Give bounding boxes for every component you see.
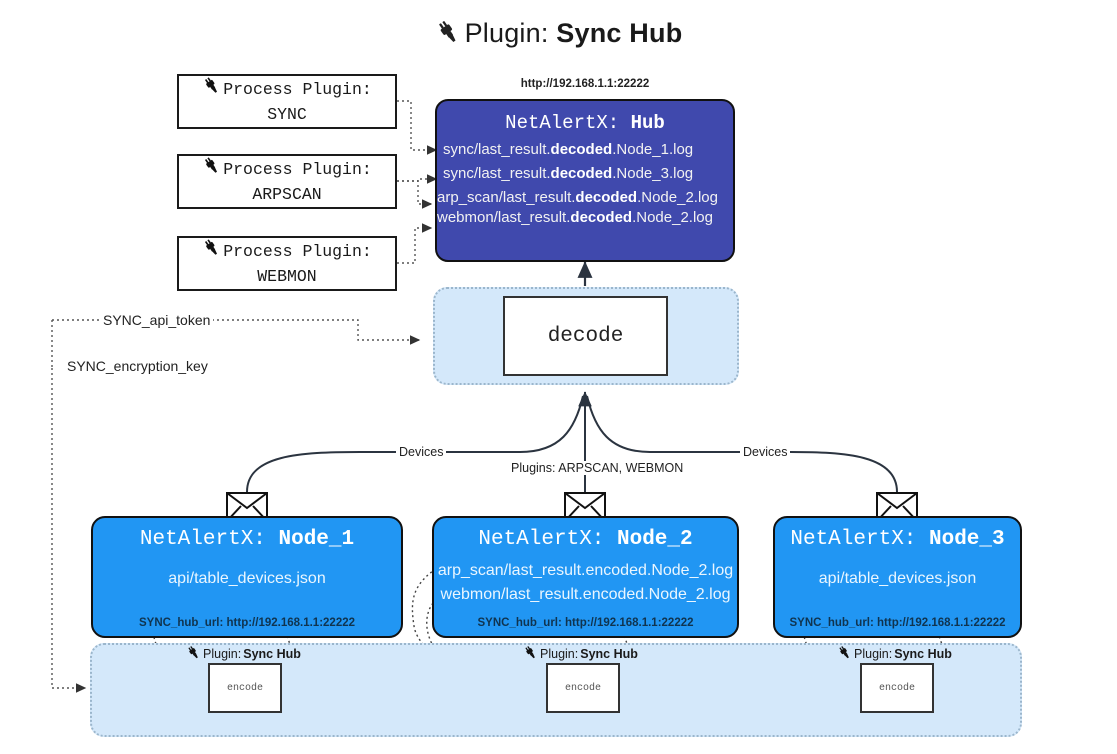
encode-box[interactable]: encode: [860, 663, 934, 713]
plug-icon: [202, 156, 221, 183]
node-data-row: webmon/last_result.encoded.Node_2.log: [440, 586, 731, 603]
process-plugin-box-webmon[interactable]: Process Plugin: WEBMON: [177, 236, 397, 291]
plug-icon: [837, 645, 852, 663]
process-plugin-label: Process Plugin:: [223, 159, 372, 179]
process-plugin-name: ARPSCAN: [252, 185, 322, 204]
hub-log-row: sync/last_result.decoded.Node_1.log: [443, 141, 694, 158]
hub-title: NetAlertX: Hub: [505, 112, 665, 134]
edge-label-devices-right: Devices: [740, 445, 791, 459]
node-title: NetAlertX: Node_2: [478, 528, 693, 551]
node-data-row: api/table_devices.json: [818, 570, 977, 587]
encode-plugin-label: Plugin: Sync Hub: [837, 645, 952, 663]
process-plugin-name: WEBMON: [257, 267, 317, 286]
sync-api-token-label: SYNC_api_token: [100, 312, 214, 328]
page-title: Plugin: Sync Hub: [0, 18, 1117, 52]
plug-icon: [523, 645, 538, 663]
process-plugin-name: SYNC: [267, 105, 307, 124]
sync-encryption-key-label: SYNC_encryption_key: [64, 358, 211, 374]
page-title-name: Sync Hub: [556, 18, 683, 48]
encode-plugin-label: Plugin: Sync Hub: [523, 645, 638, 663]
node-title: NetAlertX: Node_3: [790, 528, 1005, 551]
plug-icon: [202, 76, 221, 103]
node-hub-url-label: SYNC_hub_url: http://192.168.1.1:22222: [138, 617, 356, 629]
plug-icon: [202, 238, 221, 265]
node-data-row: arp_scan/last_result.encoded.Node_2.log: [437, 562, 734, 579]
node-box-node-3[interactable]: NetAlertX: Node_3 api/table_devices.json…: [773, 516, 1022, 638]
node-box-node-1[interactable]: NetAlertX: Node_1 api/table_devices.json…: [91, 516, 403, 638]
node-hub-url-label: SYNC_hub_url: http://192.168.1.1:22222: [477, 617, 694, 629]
hub-log-row: arp_scan/last_result.decoded.Node_2.log: [437, 189, 718, 206]
node-hub-url-label: SYNC_hub_url: http://192.168.1.1:22222: [789, 617, 1006, 629]
node-data-row: api/table_devices.json: [168, 570, 326, 587]
encode-plugin-label: Plugin: Sync Hub: [186, 645, 301, 663]
node-title: NetAlertX: Node_1: [139, 528, 355, 551]
hub-box[interactable]: NetAlertX: Hub sync/last_result.decoded.…: [435, 99, 735, 262]
process-plugin-label: Process Plugin:: [223, 79, 372, 99]
plug-icon: [435, 19, 461, 52]
hub-log-row: webmon/last_result.decoded.Node_2.log: [437, 209, 713, 226]
process-plugin-box-sync[interactable]: Process Plugin: SYNC: [177, 74, 397, 129]
decode-box[interactable]: decode: [503, 296, 668, 376]
plug-icon: [186, 645, 201, 663]
encode-box[interactable]: encode: [546, 663, 620, 713]
hub-url-label: http://192.168.1.1:22222: [520, 78, 650, 90]
edge-label-devices-left: Devices: [396, 445, 447, 459]
process-plugin-label: Process Plugin:: [223, 241, 372, 261]
encode-box[interactable]: encode: [208, 663, 282, 713]
edge-label-plugins-center: Plugins: ARPSCAN, WEBMON: [508, 461, 687, 475]
page-title-prefix: Plugin:: [464, 18, 557, 48]
node-box-node-2[interactable]: NetAlertX: Node_2 arp_scan/last_result.e…: [432, 516, 739, 638]
hub-log-row: sync/last_result.decoded.Node_3.log: [443, 165, 694, 182]
process-plugin-box-arpscan[interactable]: Process Plugin: ARPSCAN: [177, 154, 397, 209]
